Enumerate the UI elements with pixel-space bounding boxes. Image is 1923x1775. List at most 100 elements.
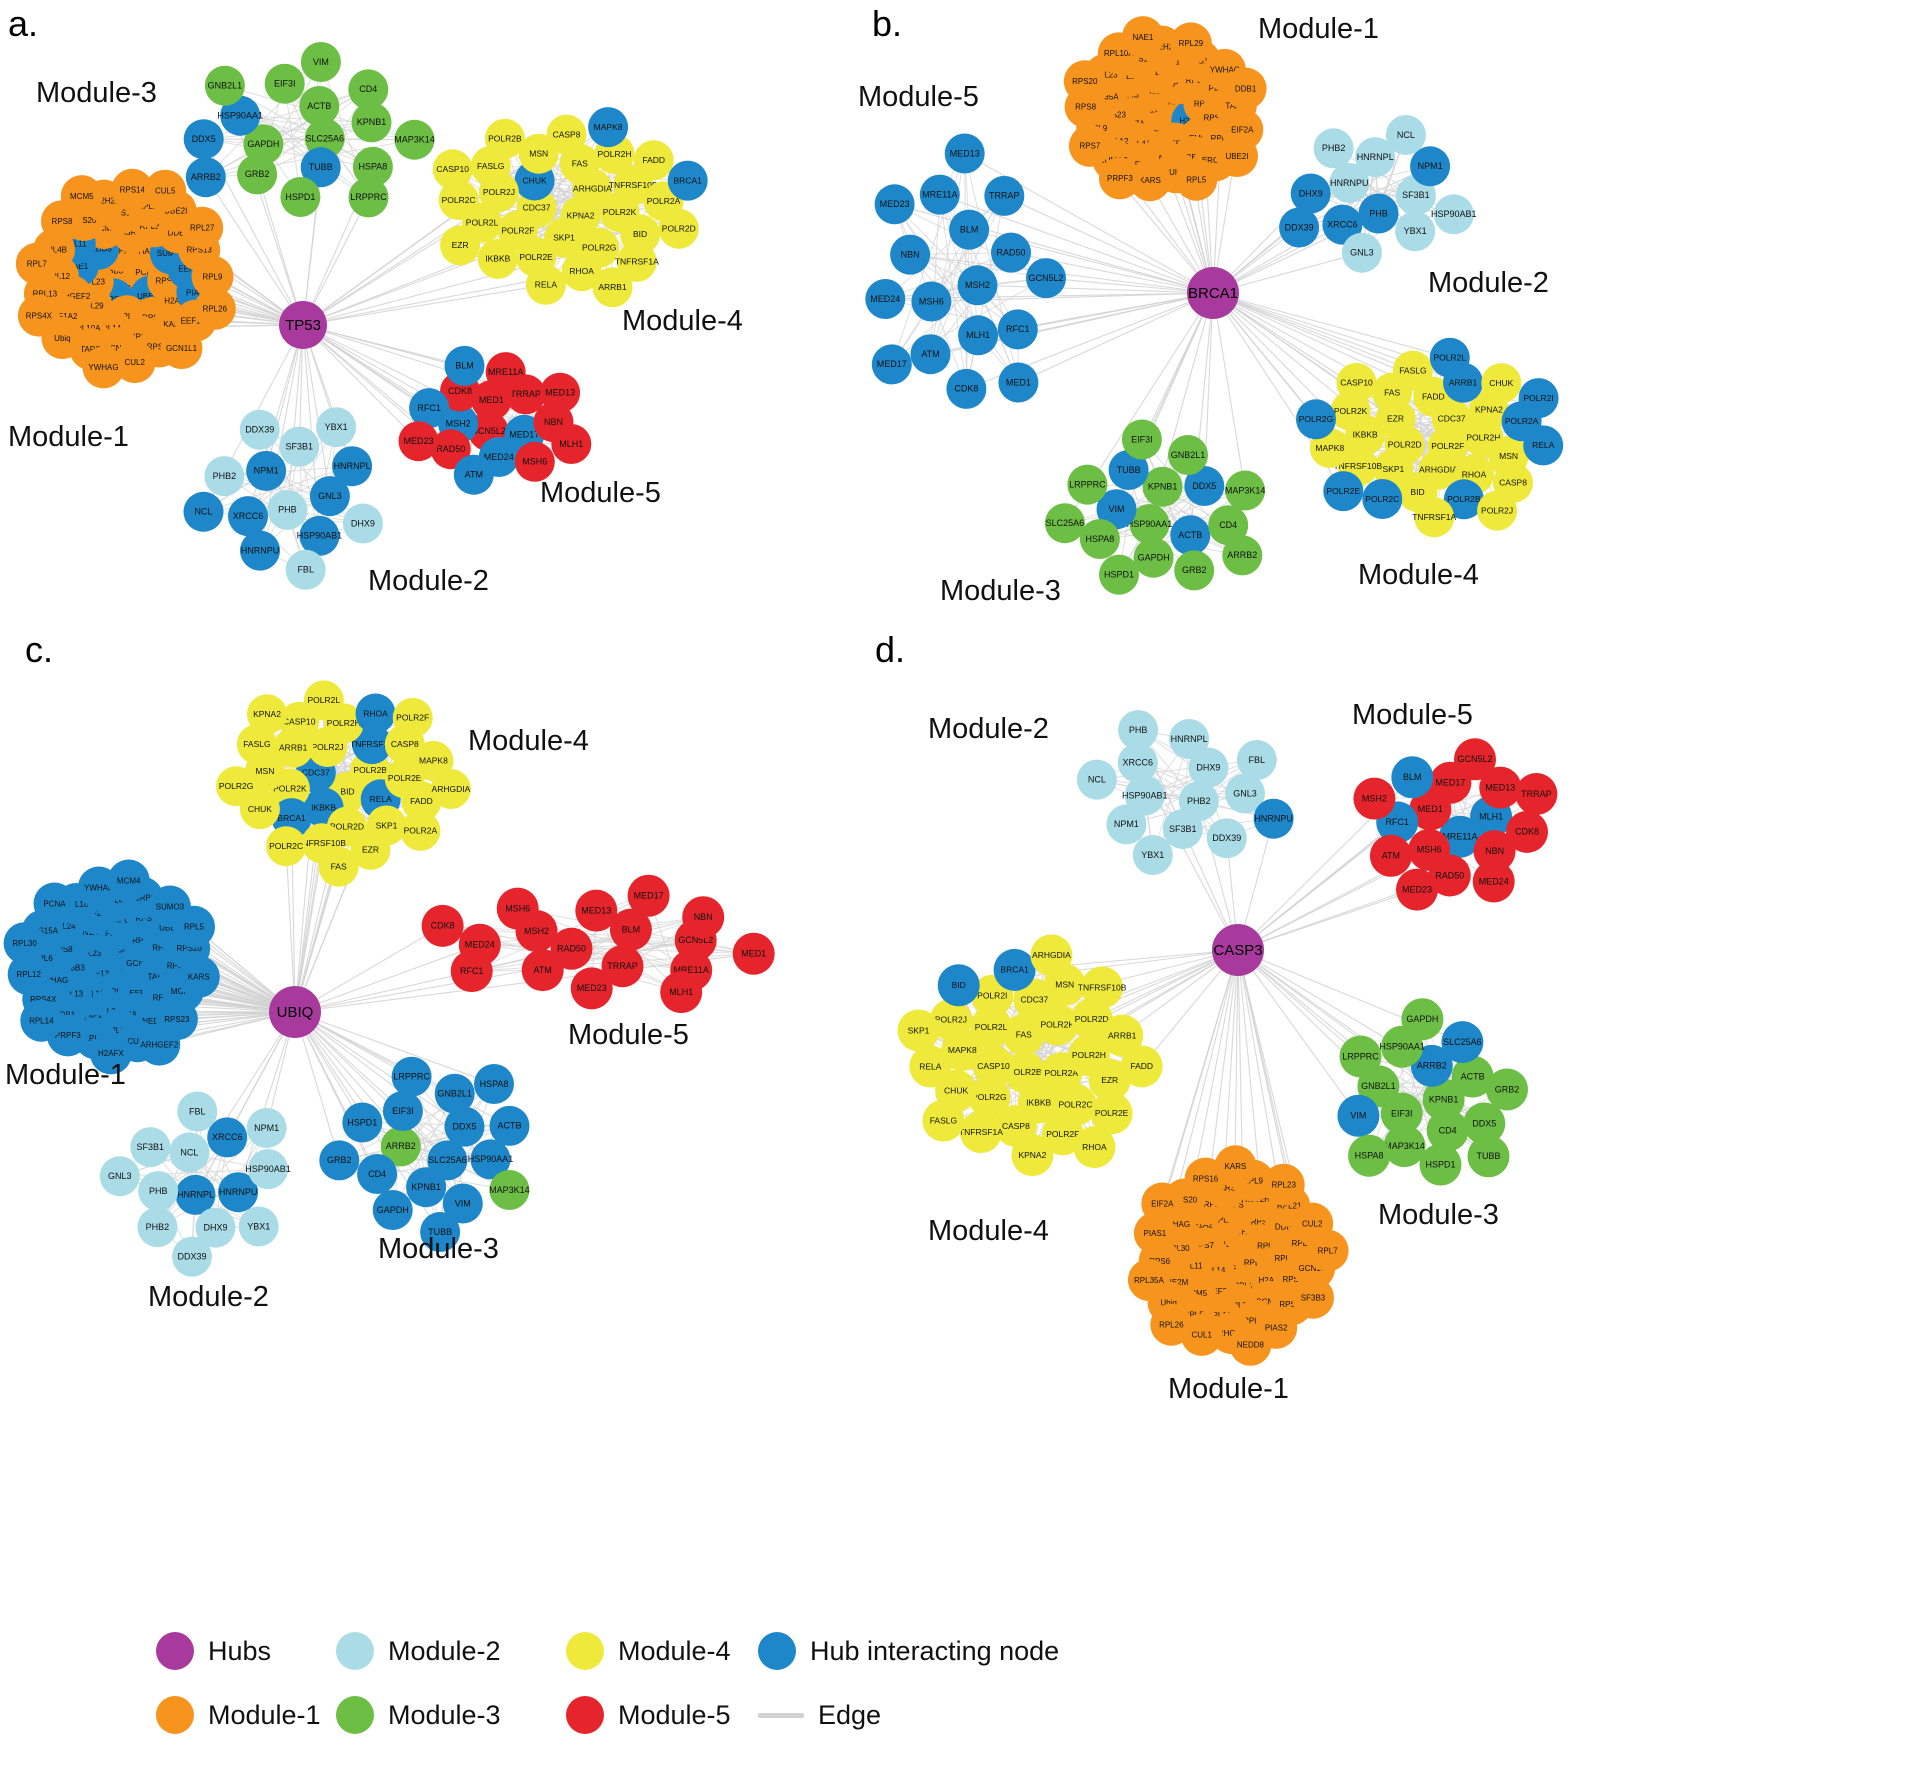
protein-node bbox=[107, 859, 150, 902]
protein-node-label: MED24 bbox=[870, 294, 900, 304]
protein-node-label: RPL31 bbox=[1257, 1242, 1282, 1251]
protein-node bbox=[1292, 1276, 1334, 1319]
protein-node bbox=[1290, 173, 1331, 214]
protein-node-label: RAD50 bbox=[436, 444, 465, 454]
protein-node bbox=[172, 1236, 212, 1277]
module-label: Module-2 bbox=[1428, 267, 1549, 299]
module-label: Module-1 bbox=[1168, 1373, 1289, 1405]
protein-node bbox=[959, 1111, 1002, 1154]
protein-node-label: CDK8 bbox=[954, 384, 978, 394]
protein-node-label: GNL3 bbox=[1233, 788, 1257, 798]
protein-node-label: HNRNPL bbox=[334, 461, 371, 471]
protein-node bbox=[160, 327, 203, 370]
protein-node bbox=[138, 1023, 181, 1066]
panel-a: SLC25A6GAPDHACTBTUBBHSP90AA1KPNB1GRB2EIF… bbox=[8, 3, 743, 597]
protein-node-label: HSPD1 bbox=[1104, 569, 1134, 579]
edge bbox=[1096, 779, 1228, 839]
hubs-swatch-icon bbox=[156, 1632, 194, 1670]
protein-node bbox=[183, 491, 224, 532]
panel-d-nodes: PHB2HSP90AB1DHX9SF3B1XRCC6GNL3NPM1HNRNPL… bbox=[897, 710, 1558, 1366]
protein-node-label: DDB1 bbox=[1235, 84, 1257, 93]
protein-node-label: MCM4 bbox=[92, 224, 116, 233]
panel-letter: a. bbox=[8, 3, 38, 44]
legend-item-edge: Edge bbox=[758, 1700, 1188, 1731]
protein-node bbox=[218, 1172, 259, 1213]
protein-node-label: POLR2K bbox=[1334, 406, 1368, 416]
module-label: Module-3 bbox=[940, 575, 1061, 607]
protein-node-label: DDX39 bbox=[1212, 833, 1241, 843]
hub-edge bbox=[1212, 292, 1246, 491]
protein-node-label: UBE2M bbox=[1161, 1278, 1189, 1287]
protein-node-label: ARHGEF2 bbox=[53, 292, 91, 301]
module-label: Module-1 bbox=[8, 421, 129, 453]
protein-node-label: RPL7A bbox=[1275, 1254, 1301, 1263]
protein-node bbox=[1099, 554, 1139, 595]
protein-node-label: POLR2L bbox=[975, 1022, 1008, 1032]
protein-node-label: ARHGDIA bbox=[432, 784, 471, 794]
panel-letter: c. bbox=[25, 629, 53, 670]
protein-node-label: PHB bbox=[1129, 725, 1148, 735]
protein-node-label: POLR2K bbox=[603, 207, 637, 217]
protein-node-label: DDB1 bbox=[1275, 1223, 1297, 1232]
protein-node-label: CASP8 bbox=[391, 739, 419, 749]
protein-node bbox=[1383, 1125, 1426, 1168]
protein-node-label: RPL5 bbox=[1184, 1311, 1205, 1320]
protein-node-label: HSPA8 bbox=[1085, 534, 1114, 544]
protein-node bbox=[1030, 934, 1073, 977]
panel-letter: d. bbox=[875, 629, 905, 670]
protein-node-label: RFC1 bbox=[1006, 324, 1030, 334]
protein-node-label: HNRNPL bbox=[1357, 152, 1394, 162]
protein-node-label: RPL12 bbox=[1207, 1311, 1232, 1320]
protein-node bbox=[944, 133, 985, 174]
protein-node-label: H2AFX bbox=[164, 297, 190, 306]
protein-node bbox=[204, 65, 245, 106]
protein-node-label: PHB2 bbox=[146, 1222, 170, 1232]
protein-node-label: BRCA1 bbox=[1000, 965, 1029, 975]
protein-node bbox=[1090, 1092, 1133, 1135]
protein-node-label: SLC25A6 bbox=[1443, 1037, 1482, 1047]
protein-node bbox=[237, 154, 278, 195]
protein-node bbox=[984, 175, 1025, 216]
protein-node bbox=[195, 1207, 236, 1248]
legend-label-module-4: Module-4 bbox=[618, 1635, 731, 1666]
protein-node bbox=[1225, 773, 1265, 814]
protein-node-label: POLR2E bbox=[388, 773, 422, 783]
protein-node-label: DDX39 bbox=[245, 425, 274, 435]
protein-node-label: RPS3 bbox=[142, 314, 163, 323]
protein-node-label: CUL4B bbox=[1163, 168, 1189, 177]
protein-node-label: RPL10A bbox=[1104, 49, 1134, 58]
protein-node bbox=[380, 1126, 421, 1167]
hub-edge bbox=[1237, 949, 1361, 1057]
legend-label-hub-interacting-node: Hub interacting node bbox=[810, 1635, 1060, 1666]
protein-node-label: ARRB2 bbox=[191, 172, 221, 182]
edge bbox=[119, 1168, 269, 1177]
edge bbox=[1298, 165, 1431, 228]
protein-node-label: FADD bbox=[1422, 392, 1445, 402]
protein-node bbox=[409, 388, 450, 429]
protein-node-label: RPL23 bbox=[80, 277, 105, 286]
module-label: Module-2 bbox=[368, 565, 489, 597]
protein-node-label: TARS bbox=[1215, 1184, 1236, 1193]
protein-node-label: RPL27 bbox=[83, 1034, 108, 1043]
protein-node bbox=[1081, 966, 1124, 1009]
protein-node-label: RPL21 bbox=[1144, 68, 1169, 77]
protein-node-label: HSP90AA1 bbox=[1379, 1042, 1425, 1052]
protein-node bbox=[248, 1149, 288, 1190]
protein-node-label: RPS11 bbox=[1279, 1300, 1304, 1309]
protein-node-label: POLR2I bbox=[1523, 393, 1553, 403]
protein-node-label: CD4 bbox=[359, 84, 377, 94]
protein-node bbox=[1410, 146, 1451, 187]
protein-node bbox=[1101, 1014, 1144, 1057]
protein-node bbox=[489, 1105, 530, 1146]
protein-node bbox=[496, 887, 539, 930]
protein-node-label: RPL24 bbox=[51, 922, 76, 931]
protein-node bbox=[658, 208, 699, 249]
hub-edge bbox=[302, 284, 546, 326]
protein-node bbox=[15, 242, 58, 285]
protein-node-label: POLR2F bbox=[1046, 1129, 1079, 1139]
protein-node-label: RPL18 bbox=[64, 900, 89, 909]
protein-node-label: ACTB bbox=[1461, 1071, 1485, 1081]
hub-edge bbox=[1237, 949, 1444, 1101]
protein-node-label: CASP10 bbox=[1340, 378, 1373, 388]
protein-node-label: BLM bbox=[960, 224, 979, 234]
